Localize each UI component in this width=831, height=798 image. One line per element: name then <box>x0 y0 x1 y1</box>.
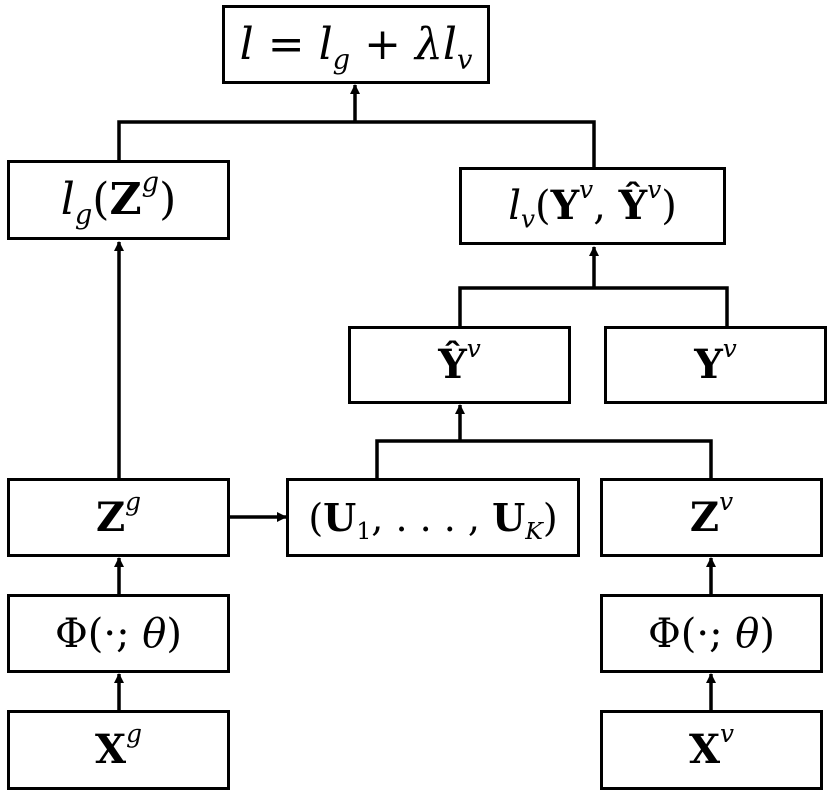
z-v-label: Zv <box>689 486 734 541</box>
view-loss-node: lv(Yv, Ŷv) <box>459 167 726 245</box>
z-g-node: Zg <box>7 478 230 557</box>
u-set-node: (U1, . . . , UK) <box>286 478 580 557</box>
z-g-label: Zg <box>95 486 142 541</box>
y-hat-v-label: Ŷv <box>438 333 481 388</box>
total-loss-label: l = lg + λlv <box>239 18 473 76</box>
edge-merge-u-zv <box>375 439 713 478</box>
y-v-node: Yv <box>604 326 827 404</box>
view-loss-label: lv(Yv, Ŷv) <box>508 174 677 234</box>
u-set-label: (U1, . . . , UK) <box>308 494 558 545</box>
z-v-node: Zv <box>600 478 823 557</box>
x-g-label: Xg <box>95 718 142 773</box>
graph-loss-node: lg(Zg) <box>7 160 230 240</box>
phi-v-label: Φ(·; θ) <box>647 610 775 657</box>
edge-merge-yhat-y <box>458 286 729 326</box>
phi-v-node: Φ(·; θ) <box>600 594 823 673</box>
total-loss-node: l = lg + λlv <box>222 5 490 84</box>
y-v-label: Yv <box>694 333 737 388</box>
x-g-node: Xg <box>7 710 230 790</box>
x-v-node: Xv <box>600 710 823 790</box>
graph-loss-label: lg(Zg) <box>60 166 177 231</box>
y-hat-v-node: Ŷv <box>348 326 571 404</box>
x-v-label: Xv <box>688 718 735 773</box>
phi-g-label: Φ(·; θ) <box>54 610 182 657</box>
phi-g-node: Φ(·; θ) <box>7 594 230 673</box>
